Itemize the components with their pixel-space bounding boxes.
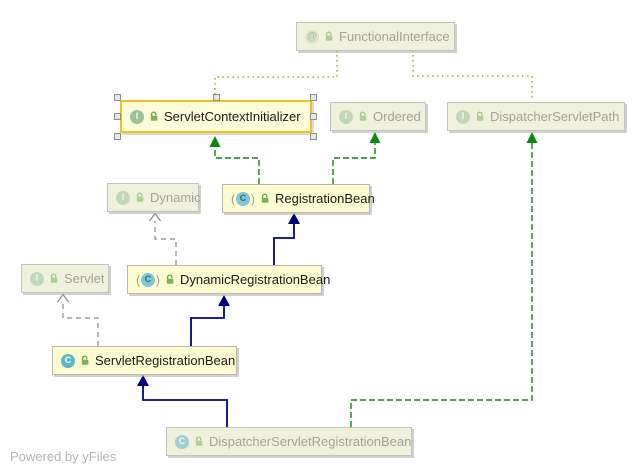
node-dynamic[interactable]: I Dynamic: [107, 183, 201, 212]
edge-drb-implements-dynamic: [154, 221, 177, 265]
interface-icon: I: [30, 271, 44, 286]
lock-icon: [358, 111, 368, 122]
node-label: Ordered: [373, 109, 421, 124]
edge-annotation-sci: [214, 50, 338, 96]
lock-icon: [149, 111, 159, 122]
class-icon: C: [175, 434, 189, 449]
arrowhead: [209, 136, 221, 147]
node-servlet[interactable]: I Servlet: [21, 264, 109, 293]
edge-rb-implements-sci: [214, 146, 260, 184]
selection-handle-mid-left[interactable]: [114, 113, 121, 120]
node-servlet-registration-bean[interactable]: C ServletRegistrationBean: [52, 346, 237, 375]
lock-icon: [475, 111, 485, 122]
class-icon: C: [61, 353, 75, 368]
arrowhead: [526, 132, 538, 143]
edge-annotation-dsp: [412, 50, 533, 101]
selection-handle-top-left[interactable]: [114, 94, 121, 101]
interface-icon: I: [456, 109, 470, 124]
edge-dsrb-implements-dsp: [350, 142, 533, 427]
node-dispatcher-servlet-registration-bean[interactable]: C DispatcherServletRegistrationBean: [166, 427, 412, 456]
arrowhead: [288, 213, 300, 224]
node-servlet-context-initializer[interactable]: I ServletContextInitializer: [120, 100, 312, 133]
selection-handle-top-right[interactable]: [310, 94, 317, 101]
lock-icon: [165, 274, 175, 285]
node-label: Servlet: [64, 271, 105, 286]
yfiles-watermark: Powered by yFiles: [10, 449, 117, 464]
node-dynamic-registration-bean[interactable]: C DynamicRegistrationBean: [127, 265, 330, 294]
edge-srb-extends-drb: [190, 304, 225, 346]
edge-dsrb-extends-srb: [142, 384, 228, 427]
edge-srb-implements-servlet: [62, 302, 99, 346]
lock-icon: [194, 436, 204, 447]
interface-icon: I: [116, 190, 130, 205]
node-label: RegistrationBean: [275, 191, 375, 206]
abstract-class-icon: C: [236, 191, 250, 206]
node-label: FunctionalInterface: [339, 29, 450, 44]
node-label: ServletContextInitializer: [164, 109, 301, 124]
abstract-class-icon: C: [141, 272, 155, 287]
lock-icon: [80, 355, 90, 366]
node-dispatcher-servlet-path[interactable]: I DispatcherServletPath: [447, 102, 625, 131]
selection-handle-bottom-right[interactable]: [310, 133, 317, 140]
interface-icon: I: [339, 109, 353, 124]
node-ordered[interactable]: I Ordered: [330, 102, 426, 131]
node-label: DispatcherServletPath: [490, 109, 620, 124]
interface-icon: I: [130, 109, 144, 124]
node-registration-bean[interactable]: C RegistrationBean: [222, 184, 375, 213]
arrowhead: [369, 132, 381, 143]
arrowhead: [218, 295, 230, 306]
annotation-icon: @: [305, 29, 319, 44]
selection-handle-mid-right[interactable]: [310, 113, 317, 120]
lock-icon: [260, 193, 270, 204]
selection-handle-top-center[interactable]: [213, 94, 220, 101]
node-label: DynamicRegistrationBean: [180, 272, 331, 287]
node-label: DispatcherServletRegistrationBean: [209, 434, 412, 449]
node-functional-interface[interactable]: @ FunctionalInterface: [296, 22, 455, 51]
selection-handle-bottom-left[interactable]: [114, 133, 121, 140]
lock-icon: [49, 273, 59, 284]
arrowhead-open: [149, 212, 161, 222]
edge-drb-extends-rb: [273, 222, 295, 265]
lock-icon: [324, 31, 334, 42]
arrowhead: [137, 375, 149, 386]
node-label: Dynamic: [150, 190, 201, 205]
node-label: ServletRegistrationBean: [95, 353, 236, 368]
arrowhead-open: [57, 293, 69, 303]
edge-rb-implements-ordered: [332, 142, 376, 184]
lock-icon: [135, 192, 145, 203]
